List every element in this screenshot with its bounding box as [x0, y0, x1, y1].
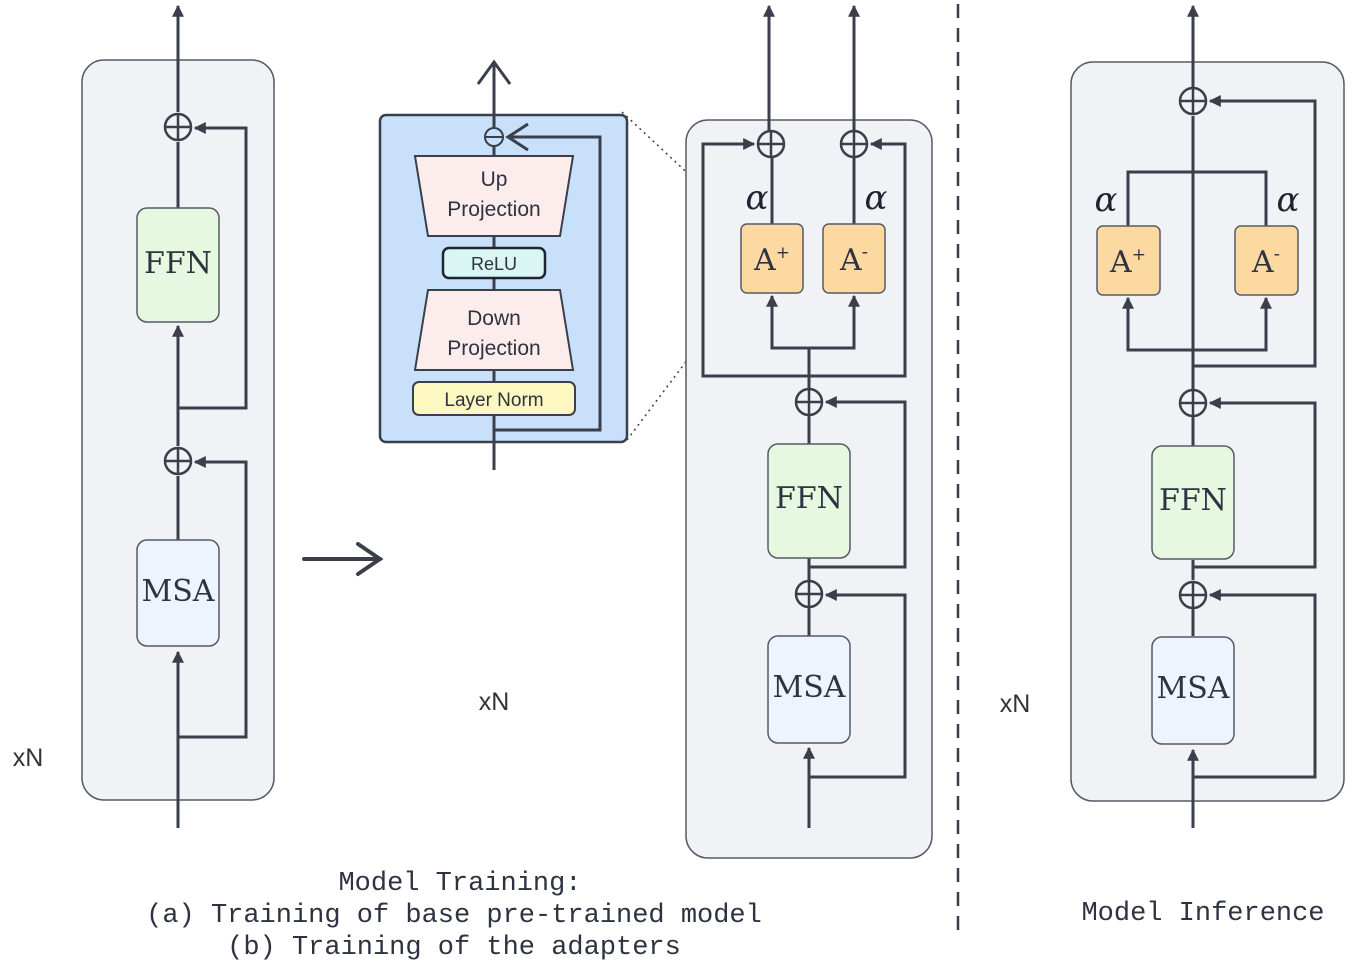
adapter-a-minus-label: A-	[839, 241, 868, 278]
ffn-box	[136, 207, 220, 323]
plus-circle	[1178, 580, 1208, 610]
layer-norm-box	[412, 381, 576, 416]
msa-label: MSA	[1157, 671, 1230, 706]
relu-box	[441, 246, 547, 280]
down-projection-label: Projection	[447, 337, 540, 360]
msa-box	[767, 635, 851, 744]
training-caption-title: Model Training:	[338, 869, 581, 899]
adapter-a-minus-box	[1234, 225, 1299, 296]
adapter-a-plus-box	[1096, 225, 1161, 296]
adapter-a-plus-label: A+	[753, 243, 790, 278]
training-caption-b: (b) Training of the adapters	[227, 933, 681, 962]
down-projection-label: Down	[467, 307, 521, 330]
adapter-a-minus-box	[822, 223, 886, 294]
adapter-a-plus-box	[740, 223, 804, 294]
plus-circle	[163, 112, 193, 142]
repeat-label: xN	[479, 688, 510, 716]
msa-label: MSA	[773, 670, 846, 705]
alpha-label: α	[1277, 180, 1300, 220]
training-block: MSA FFN A+ A- α α	[685, 4, 933, 859]
down-projection-box	[413, 289, 575, 371]
plus-circle	[163, 446, 193, 476]
adapter-detail-panel: Up Projection ReLU Down Projection Layer…	[378, 59, 629, 716]
adapter-a-plus-label: A+	[1109, 245, 1146, 280]
alpha-label: α	[746, 178, 769, 218]
ffn-label: FFN	[144, 246, 212, 281]
up-projection-box	[413, 155, 575, 237]
msa-box	[1151, 636, 1235, 745]
adapter-a-minus-label: A-	[1251, 243, 1280, 280]
inference-block: xN	[1000, 4, 1345, 828]
captions: Model Training: (a) Training of base pre…	[146, 869, 1324, 962]
ffn-box	[767, 443, 851, 559]
layer-norm-label: Layer Norm	[444, 390, 543, 411]
alpha-label: α	[865, 178, 888, 218]
up-projection-label: Up	[481, 168, 508, 191]
plus-circle	[794, 387, 824, 417]
transition-arrow	[302, 542, 384, 576]
plus-circle	[484, 127, 504, 147]
base-model-block: MSA FFN xN	[13, 4, 275, 828]
relu-label: ReLU	[471, 254, 517, 274]
ffn-box	[1151, 445, 1235, 560]
plus-circle	[839, 129, 869, 159]
repeat-label: xN	[13, 744, 44, 772]
plus-circle	[1178, 86, 1208, 116]
plus-circle	[794, 579, 824, 609]
repeat-label: xN	[1000, 690, 1031, 718]
msa-label: MSA	[142, 574, 215, 609]
plus-circle	[756, 129, 786, 159]
inference-caption: Model Inference	[1081, 899, 1324, 929]
ffn-label: FFN	[775, 481, 843, 516]
ffn-label: FFN	[1159, 483, 1227, 518]
up-projection-label: Projection	[447, 198, 540, 221]
training-caption-a: (a) Training of base pre-trained model	[146, 901, 762, 931]
msa-box	[136, 539, 220, 647]
plus-circle	[1178, 388, 1208, 418]
alpha-label: α	[1095, 180, 1118, 220]
